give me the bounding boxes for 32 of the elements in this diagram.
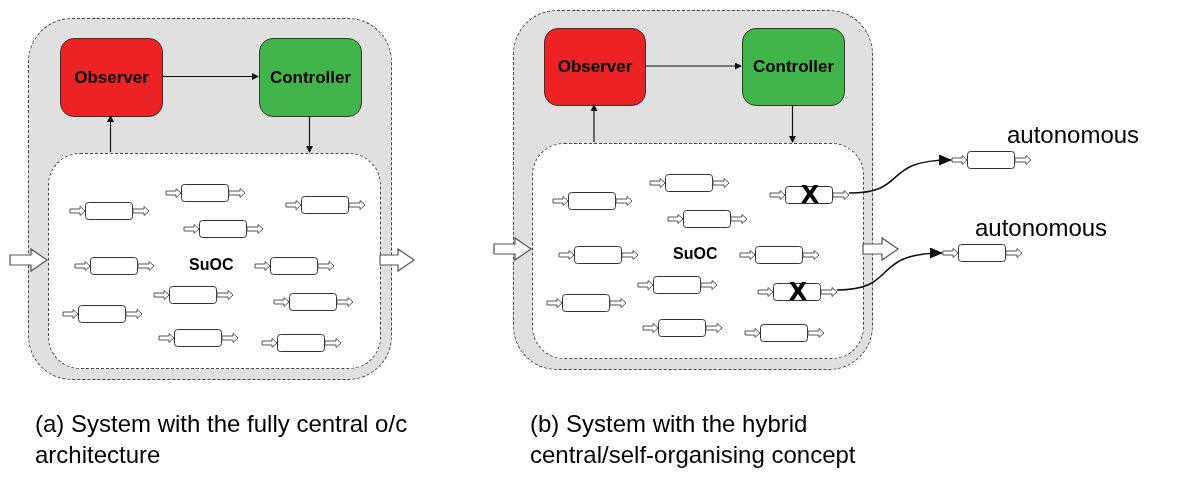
controller-box bbox=[259, 38, 362, 117]
panel-caption: (a) System with the fully central o/c architecture bbox=[35, 409, 409, 470]
cross-mark: X bbox=[800, 185, 820, 205]
arrow bbox=[789, 104, 796, 143]
component-caption: autonomous bbox=[1007, 121, 1140, 149]
system-boundary bbox=[28, 18, 392, 380]
flow-arrow bbox=[862, 236, 900, 262]
box-label: Observer bbox=[557, 57, 633, 77]
box-label: Controller bbox=[269, 67, 352, 88]
box-label: Observer bbox=[74, 67, 149, 88]
flow-arrow bbox=[493, 236, 533, 262]
panel-caption: (b) System with the hybrid central/self-organising concept bbox=[530, 409, 857, 470]
arrow bbox=[644, 62, 742, 70]
suoc-area bbox=[48, 153, 381, 369]
flow-arrow bbox=[379, 247, 416, 273]
arrow bbox=[161, 73, 259, 80]
curved-arrow bbox=[848, 155, 952, 194]
flow-arrow bbox=[9, 247, 49, 273]
observer-box bbox=[544, 28, 646, 106]
arrow bbox=[306, 115, 313, 153]
suoc-area bbox=[532, 143, 864, 359]
arrow bbox=[107, 115, 114, 153]
controller-box bbox=[742, 28, 845, 106]
system-boundary bbox=[513, 10, 873, 370]
arrow bbox=[590, 104, 598, 143]
cross-mark: X bbox=[788, 282, 808, 302]
area-label: SuOC bbox=[673, 245, 718, 263]
component-caption: autonomous bbox=[975, 214, 1108, 242]
curved-arrow bbox=[836, 248, 943, 291]
area-label: SuOC bbox=[189, 256, 234, 274]
observer-box bbox=[60, 38, 163, 117]
box-label: Controller bbox=[752, 57, 835, 77]
